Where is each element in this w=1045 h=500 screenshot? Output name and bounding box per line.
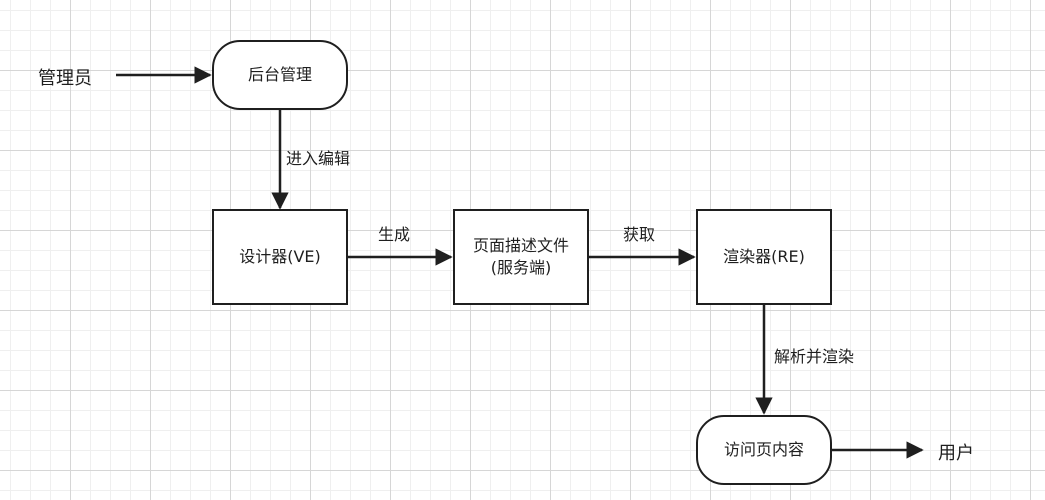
edge-label-parse-render: 解析并渲染 bbox=[774, 347, 855, 366]
edge-label-generate: 生成 bbox=[378, 225, 411, 244]
node-designer: 设计器(VE) bbox=[212, 209, 348, 305]
node-renderer: 渲染器(RE) bbox=[696, 209, 832, 305]
node-visit-content: 访问页内容 bbox=[696, 415, 832, 485]
edge-label-enter-edit: 进入编辑 bbox=[286, 149, 351, 168]
actor-user: 用户 bbox=[938, 443, 974, 464]
actor-admin: 管理员 bbox=[38, 68, 92, 89]
node-backend-management: 后台管理 bbox=[212, 40, 348, 110]
node-page-description: 页面描述文件 (服务端) bbox=[453, 209, 589, 305]
edge-label-fetch: 获取 bbox=[623, 225, 656, 244]
